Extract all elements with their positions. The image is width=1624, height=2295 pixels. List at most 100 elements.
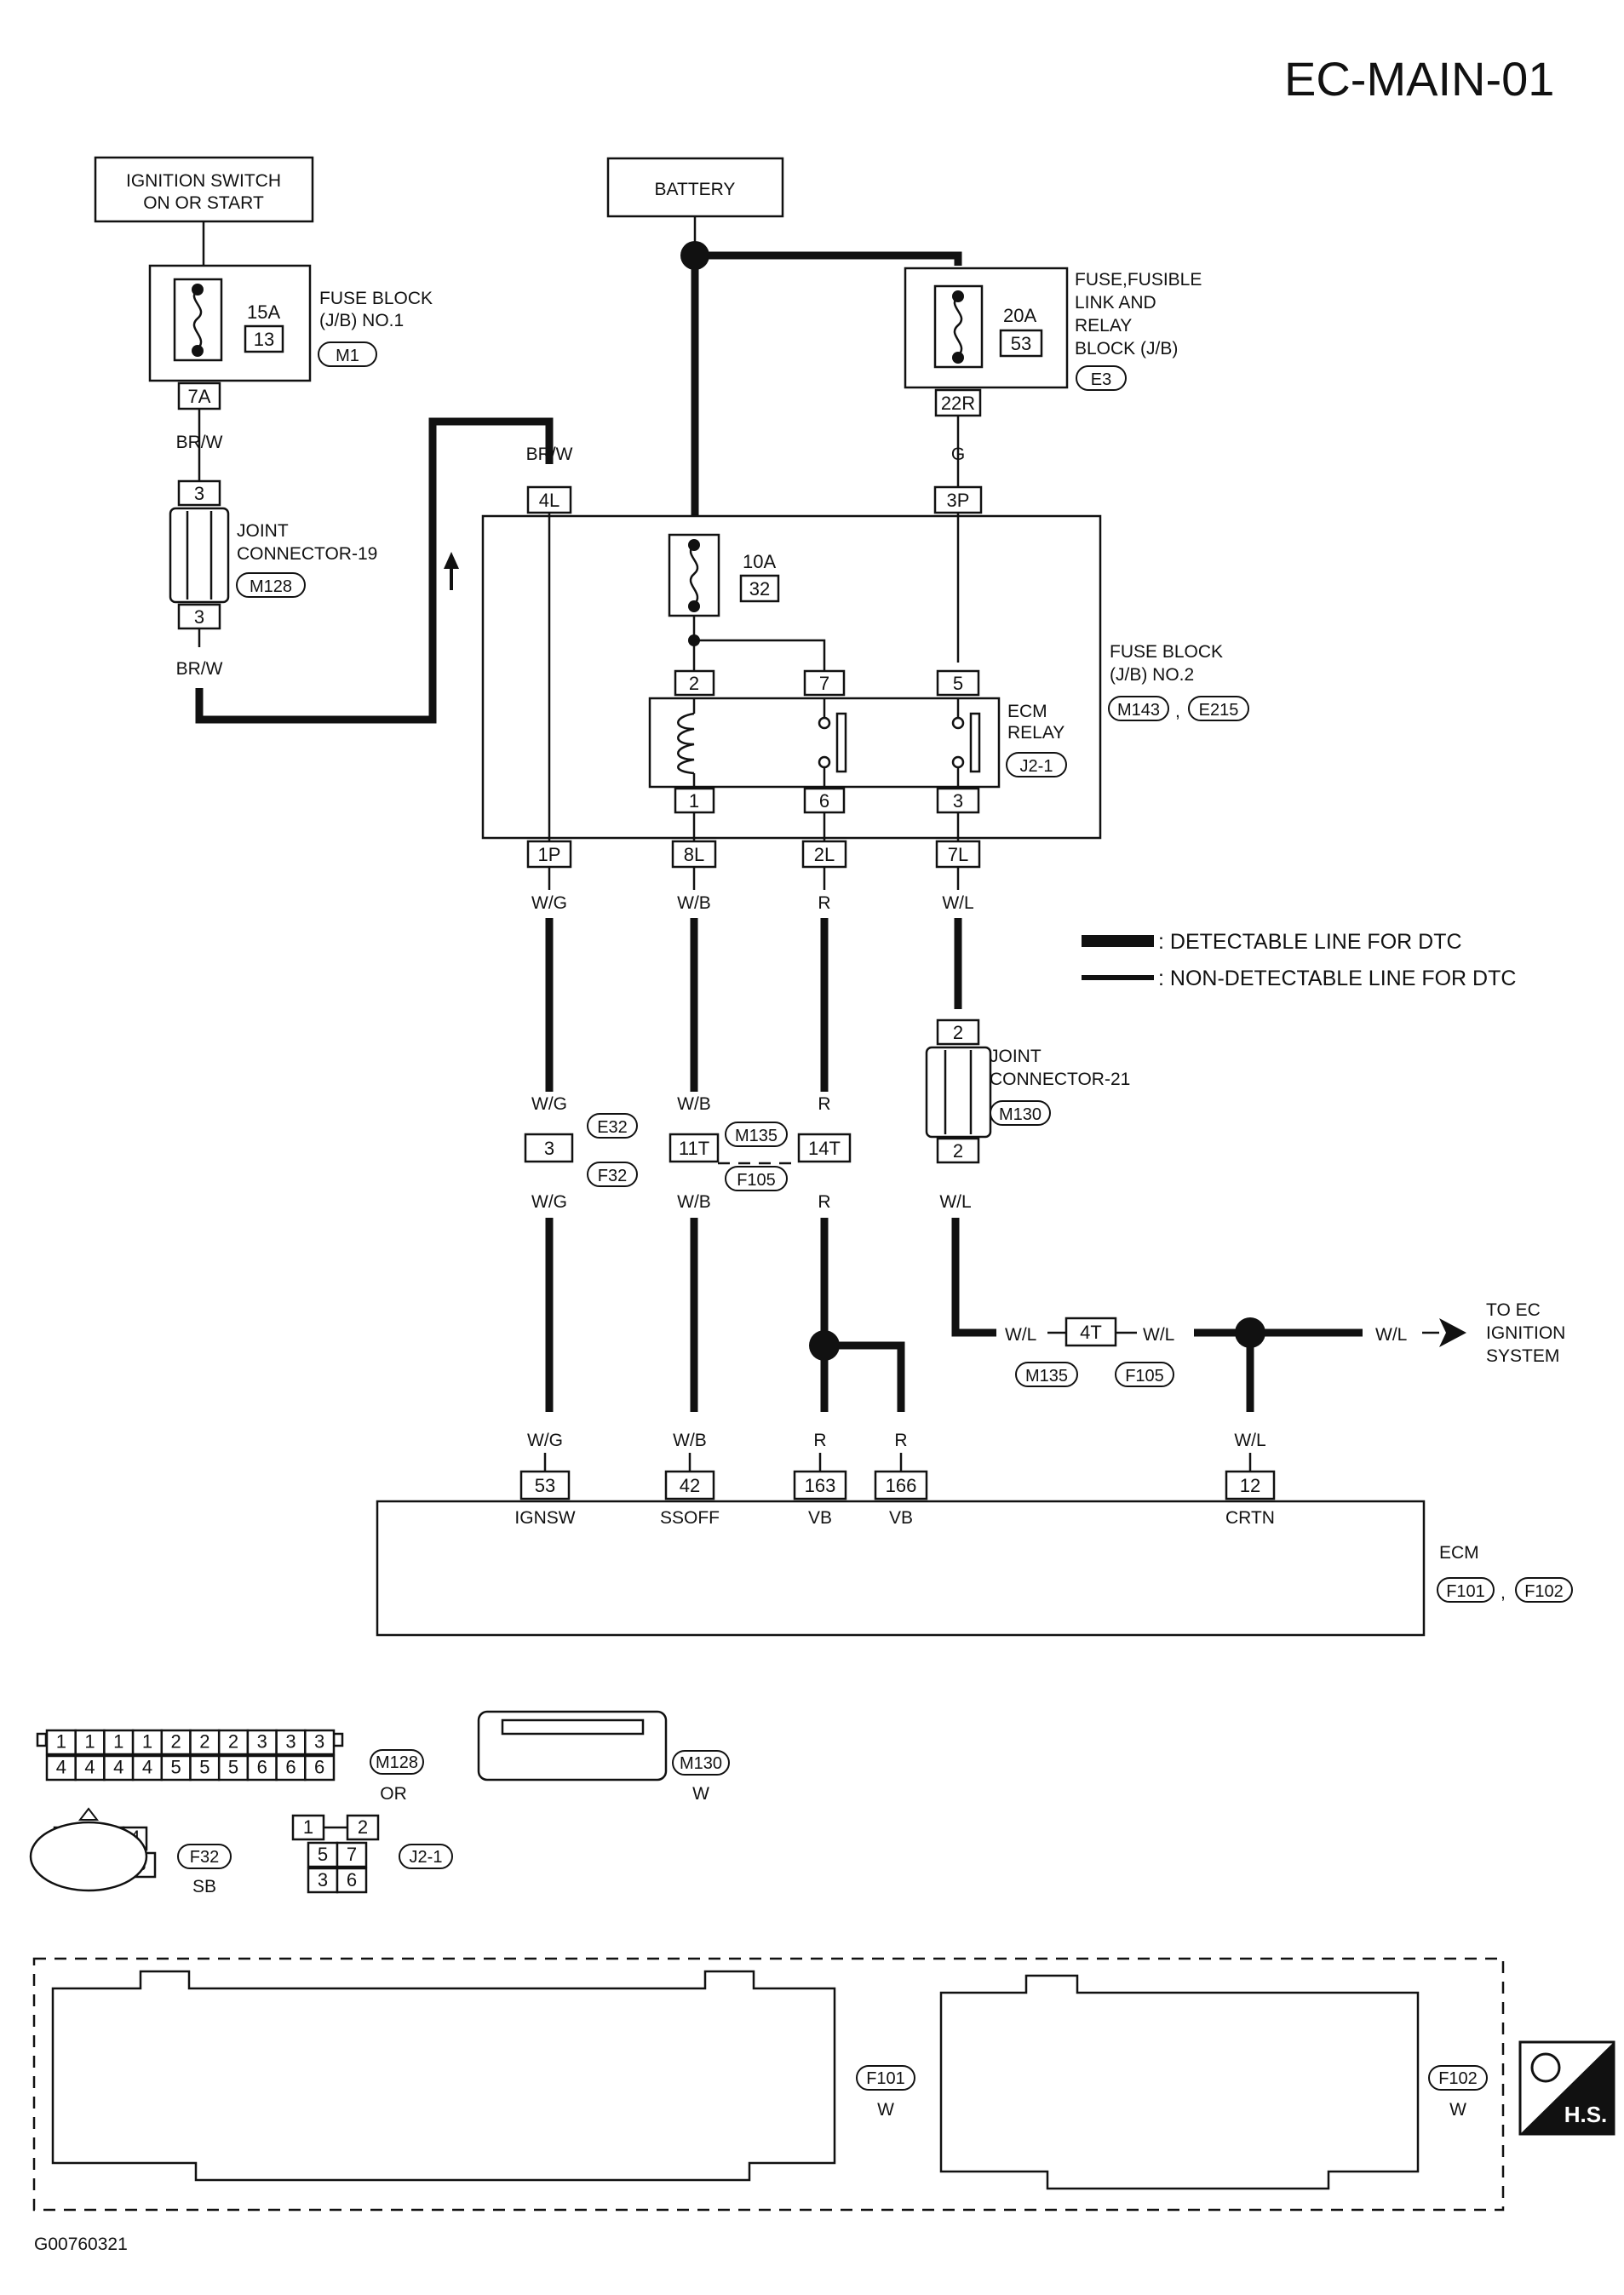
m128-pin-5: 5	[228, 1757, 238, 1778]
j21-pin-6: 6	[347, 1869, 357, 1891]
fuse-2-num: 32	[749, 578, 770, 600]
fuse-jb-label-1: FUSE,FUSIBLE	[1075, 270, 1202, 290]
fuse-block-2-box	[481, 514, 1102, 840]
to-ec-label-3: SYSTEM	[1486, 1346, 1559, 1366]
fuse-block-2-label-1: FUSE BLOCK	[1110, 642, 1223, 662]
joint-19-label-2: CONNECTOR-19	[237, 544, 377, 564]
fuse-jb-label-4: BLOCK (J/B)	[1075, 339, 1178, 359]
wire-label-wl-2: W/L	[939, 1192, 971, 1212]
f102-ref-pill	[1428, 2065, 1488, 2091]
to-ec-label-2: IGNITION	[1486, 1323, 1565, 1343]
fuse-icon	[192, 289, 203, 350]
f101-ref: F101	[866, 2069, 905, 2088]
connector-14t-pin: 14T	[808, 1138, 841, 1159]
m128-ref-pill	[370, 1749, 424, 1775]
m128-pin-2: 2	[199, 1731, 209, 1753]
j21-pin-1: 1	[303, 1816, 313, 1838]
connector-3-pin: 3	[544, 1138, 554, 1159]
m128-pin-1: 1	[56, 1731, 66, 1753]
ecm-relay-label-1: ECM	[1007, 702, 1047, 721]
ignition-switch-label-2: ON OR START	[143, 193, 264, 213]
j21-pin-5: 5	[318, 1844, 328, 1865]
m128-pin-6: 6	[257, 1757, 267, 1778]
fuse-jb-label-2: LINK AND	[1075, 293, 1156, 313]
ecm-pin-53: 53	[535, 1475, 555, 1496]
connector-4t-pin: 4T	[1080, 1322, 1102, 1343]
m128-cell	[103, 1754, 135, 1781]
f102-ref: F102	[1438, 2069, 1478, 2088]
fuse-block-1-label-1: FUSE BLOCK	[319, 289, 433, 308]
wire-label-r-3: R	[818, 1192, 830, 1212]
fuse-block-2-ref-2: E215	[1199, 701, 1239, 720]
j21-cell	[336, 1867, 368, 1894]
ecm-wire-r-1: R	[813, 1431, 826, 1450]
fuse-block-jb-box	[904, 267, 1069, 389]
wire-label-brw-3: BR/W	[526, 445, 573, 464]
shared-ref-1: M135	[735, 1127, 778, 1145]
j21-pin-3: 3	[318, 1869, 328, 1891]
joint-21-pin-bottom: 2	[953, 1140, 963, 1162]
joint-21-pin-top: 2	[953, 1022, 963, 1043]
f32-ref: F32	[190, 1848, 219, 1867]
m128-cell	[304, 1729, 336, 1756]
f101-ref-pill	[856, 2065, 915, 2091]
wire-label-wb-2: W/B	[677, 1094, 711, 1114]
ecm-pin-166: 166	[886, 1475, 917, 1496]
j21-cell	[291, 1814, 325, 1841]
fuse-jb-ref: E3	[1091, 370, 1111, 389]
m128-pin-1: 1	[142, 1731, 152, 1753]
joint-21-ref: M130	[999, 1105, 1042, 1124]
ecm-label: ECM	[1439, 1543, 1479, 1563]
j21-cell	[346, 1814, 380, 1841]
j21-ref: J2-1	[410, 1848, 443, 1867]
fuse-1-num: 13	[254, 329, 274, 350]
fuse-1-amp: 15A	[247, 301, 280, 323]
joint-19-ref: M128	[250, 577, 292, 596]
ecm-term-vb-1: VB	[808, 1508, 832, 1528]
ecm-ref-1: F101	[1446, 1582, 1485, 1601]
m128-pin-4: 4	[84, 1757, 95, 1778]
fuse-jb-pin: 22R	[941, 393, 975, 414]
joint-19-pin-top: 3	[194, 483, 204, 504]
relay-pin-1: 1	[689, 790, 699, 812]
wire-label-wl-3: W/L	[1005, 1325, 1036, 1345]
relay-pin-3: 3	[953, 790, 963, 812]
fuse-block-1-label-2: (J/B) NO.1	[319, 311, 404, 330]
f102-connector-outline	[939, 1974, 1420, 2190]
wire-label-wb-1: W/B	[677, 893, 711, 913]
fuse-jb-num: 53	[1011, 333, 1031, 354]
m128-latch	[332, 1732, 344, 1747]
fuse-jb-amp: 20A	[1003, 305, 1036, 326]
ecm-box	[376, 1500, 1426, 1637]
m128-pin-1: 1	[84, 1731, 95, 1753]
fb2-pin-7l: 7L	[948, 844, 968, 865]
doc-code: G00760321	[34, 2235, 128, 2254]
wire-label-wb-3: W/B	[677, 1192, 711, 1212]
f32-color: SB	[192, 1877, 216, 1896]
arrow-up-icon	[444, 552, 459, 569]
ecm-ref-sep: ,	[1501, 1583, 1506, 1603]
j21-cell	[307, 1841, 339, 1868]
wire-label-wg-3: W/G	[531, 1192, 567, 1212]
relay-pin-5: 5	[953, 673, 963, 694]
ecm-ref-2: F102	[1524, 1582, 1564, 1601]
ecm-term-ignsw: IGNSW	[514, 1508, 575, 1528]
ecm-wire-wg: W/G	[527, 1431, 563, 1450]
ecm-relay-label-2: RELAY	[1007, 723, 1064, 743]
wire-label-brw-2: BR/W	[176, 659, 223, 679]
m128-pin-5: 5	[171, 1757, 181, 1778]
to-ec-label-1: TO EC	[1486, 1300, 1541, 1320]
fuse-2-amp: 10A	[743, 551, 776, 572]
connector-4t-ref-2: F105	[1125, 1367, 1164, 1386]
connector-3-ref-2: F32	[598, 1167, 627, 1185]
m128-cell	[189, 1729, 221, 1756]
relay-coil-icon	[677, 712, 695, 775]
connector-4t-ref-1: M135	[1025, 1367, 1068, 1386]
m128-pin-3: 3	[257, 1731, 267, 1753]
m128-ref: M128	[376, 1753, 418, 1772]
ecm-term-ssoff: SSOFF	[660, 1508, 720, 1528]
m128-latch	[36, 1732, 48, 1747]
fuse-jb-label-3: RELAY	[1075, 316, 1132, 336]
m130-ref: M130	[680, 1754, 722, 1773]
